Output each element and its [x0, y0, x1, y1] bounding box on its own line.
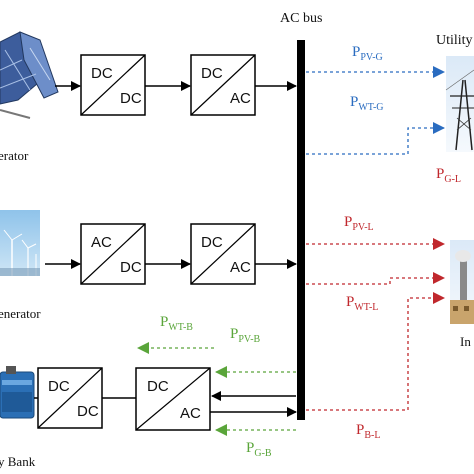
utility-label: Utility — [436, 33, 473, 48]
bat-dcac-top: DC — [147, 378, 169, 395]
wt-generator-label: enerator — [0, 306, 41, 321]
pv-dcac-converter: DC AC — [190, 54, 256, 116]
solar-panel-icon — [0, 31, 59, 119]
pv-generator-label: erator — [0, 148, 29, 163]
pv-dcac-bottom: AC — [230, 90, 251, 107]
wt-dcac-top: DC — [201, 234, 223, 251]
bat-dcdc-bottom: DC — [77, 403, 99, 420]
wt-acdc-top: AC — [91, 234, 112, 251]
transmission-tower-icon — [445, 56, 474, 152]
g-b-label: PG-B — [246, 440, 272, 459]
wt-g-label: PWT-G — [350, 94, 384, 113]
wt-g-flow-arrow — [306, 122, 445, 155]
bat-dcdc-top: DC — [48, 378, 70, 395]
load-label: In — [460, 334, 471, 349]
b-l-label: PB-L — [356, 422, 380, 441]
battery-icon — [0, 366, 35, 419]
pv-dcdc-bottom: DC — [120, 90, 142, 107]
battery-dcdc-converter: DC DC — [37, 367, 103, 429]
g-l-label: PG-L — [436, 166, 461, 185]
wind-turbine-icon — [0, 210, 40, 276]
wt-l-label: PWT-L — [346, 294, 378, 313]
battery-bank-label: y Bank — [0, 454, 36, 469]
wt-acdc-converter: AC DC — [80, 223, 146, 285]
pv-g-label: PPV-G — [352, 44, 383, 63]
wt-b-label: PWT-B — [160, 314, 193, 333]
b-l-flow-arrow — [306, 292, 445, 411]
pv-l-label: PPV-L — [344, 214, 374, 233]
pv-b-label: PPV-B — [230, 326, 261, 345]
factory-load-icon — [450, 240, 474, 324]
wt-l-flow-arrow — [306, 272, 445, 285]
bat-dcac-bottom: AC — [180, 405, 201, 422]
battery-dcac-converter: DC AC — [135, 367, 211, 431]
wt-acdc-bottom: DC — [120, 259, 142, 276]
pv-dcdc-top: DC — [91, 65, 113, 82]
wt-dcac-converter: DC AC — [190, 223, 256, 285]
ac-bus-label: AC bus — [280, 11, 322, 26]
pv-dcac-top: DC — [201, 65, 223, 82]
pv-dcdc-converter: DC DC — [80, 54, 146, 116]
wt-dcac-bottom: AC — [230, 259, 251, 276]
